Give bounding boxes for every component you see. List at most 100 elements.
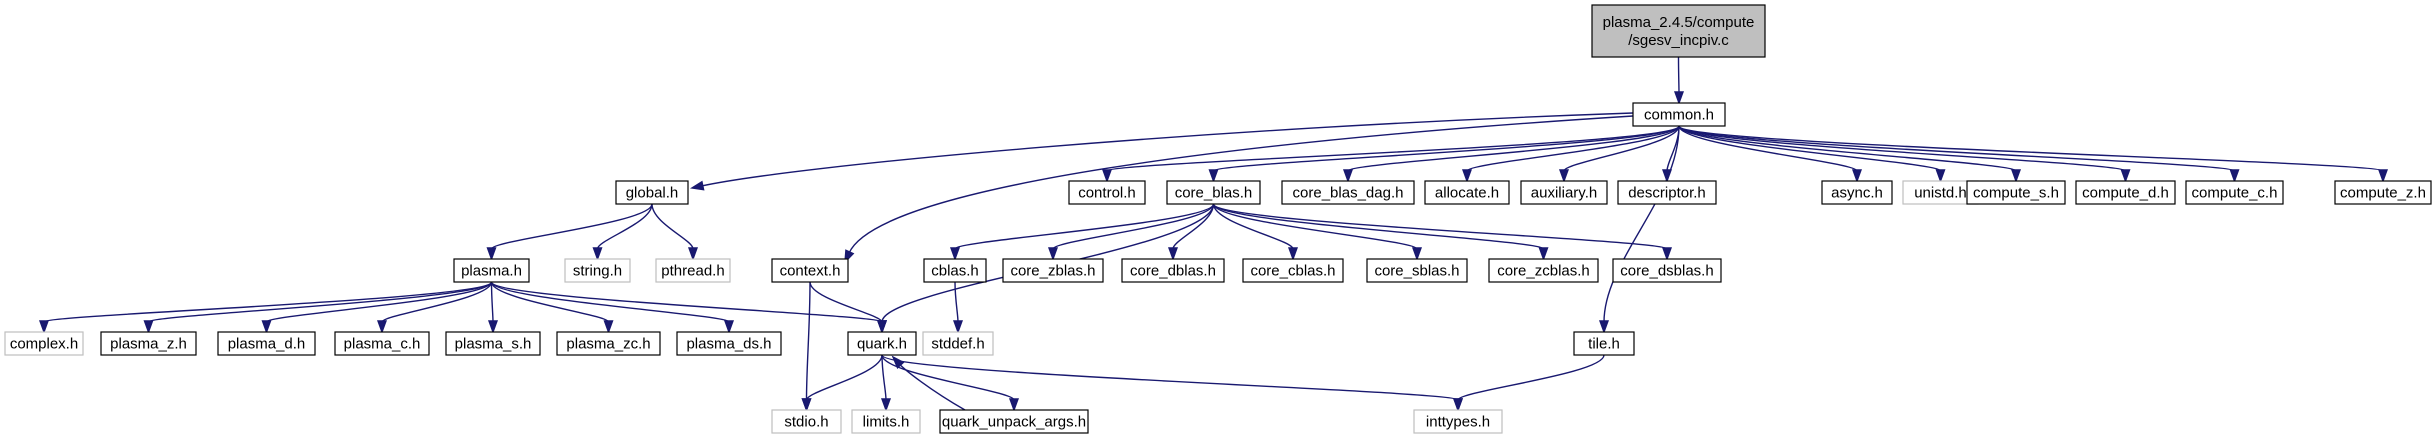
node-global[interactable]: global.h <box>615 180 689 205</box>
node-box <box>453 258 530 283</box>
edge-line <box>1603 125 1680 323</box>
node-label: core_blas.h <box>1175 185 1253 202</box>
arrow-head <box>1935 169 1946 184</box>
edge-global-to-string <box>592 203 653 262</box>
node-core-cblas[interactable]: core_cblas.h <box>1242 258 1344 283</box>
node-label: plasma_s.h <box>455 336 532 353</box>
node-stdio: stdio.h <box>771 409 842 434</box>
node-plasma-z[interactable]: plasma_z.h <box>100 331 197 356</box>
edge-plasma-to-plasma_z <box>143 281 493 335</box>
node-box <box>1068 180 1146 205</box>
node-box <box>1520 180 1608 205</box>
edge-common-to-compute_c <box>1678 125 2240 184</box>
node-core-sblas[interactable]: core_sblas.h <box>1366 258 1468 283</box>
node-box <box>1966 180 2066 205</box>
node-label: unistd.h <box>1914 185 1967 202</box>
edge-core_blas-to-core_zblas <box>1048 203 1215 262</box>
edge-line <box>805 354 883 401</box>
node-box <box>1413 409 1503 434</box>
node-plasma-d[interactable]: plasma_d.h <box>217 331 316 356</box>
edge-quark-to-quark_unpack <box>881 354 1019 413</box>
node-label: quark_unpack_args.h <box>942 414 1086 431</box>
node-core-dblas[interactable]: core_dblas.h <box>1121 258 1225 283</box>
node-control[interactable]: control.h <box>1068 180 1146 205</box>
node-common[interactable]: common.h <box>1632 102 1726 127</box>
arrow-head <box>689 180 705 191</box>
edge-common-to-compute_z <box>1678 125 2388 184</box>
node-async[interactable]: async.h <box>1821 180 1893 205</box>
node-box <box>1591 4 1766 58</box>
node-box <box>655 258 731 283</box>
node-plasma-s[interactable]: plasma_s.h <box>445 331 541 356</box>
arrow-head <box>143 320 154 335</box>
edge-context-to-quark <box>809 281 887 335</box>
node-box <box>1366 258 1468 283</box>
node-core-zblas[interactable]: core_zblas.h <box>1002 258 1104 283</box>
node-core-blas-dag[interactable]: core_blas_dag.h <box>1281 180 1415 205</box>
arrow-head <box>486 247 497 262</box>
node-quark[interactable]: quark.h <box>847 331 917 356</box>
node-compute-z[interactable]: compute_z.h <box>2334 180 2432 205</box>
node-core-zcblas[interactable]: core_zcblas.h <box>1488 258 1599 283</box>
node-auxiliary[interactable]: auxiliary.h <box>1520 180 1608 205</box>
node-label: stddef.h <box>931 336 984 353</box>
edge-line <box>1678 125 1858 172</box>
edge-line <box>490 281 494 323</box>
arrow-head <box>1538 247 1549 262</box>
node-label: quark.h <box>857 336 907 353</box>
node-box <box>923 258 987 283</box>
node-label: plasma_zc.h <box>566 336 650 353</box>
node-pthread: pthread.h <box>655 258 731 283</box>
node-cblas[interactable]: cblas.h <box>923 258 987 283</box>
edge-global-to-plasma <box>486 203 653 262</box>
node-box <box>615 180 689 205</box>
arrow-head <box>592 247 603 262</box>
edge-line <box>1212 203 1668 250</box>
node-plasma-zc[interactable]: plasma_zc.h <box>556 331 661 356</box>
node-box <box>847 331 917 356</box>
edge-line <box>490 281 610 323</box>
node-box <box>334 331 430 356</box>
edge-core_blas-to-cblas <box>950 203 1215 262</box>
edge-line <box>701 112 1634 187</box>
node-plasma-ds[interactable]: plasma_ds.h <box>676 331 782 356</box>
arrow-head <box>1343 169 1353 184</box>
node-quark-unpack[interactable]: quark_unpack_args.h <box>939 409 1089 434</box>
node-box <box>939 409 1089 434</box>
node-label: core_blas_dag.h <box>1293 185 1404 202</box>
node-label: compute_c.h <box>2192 185 2278 202</box>
node-core-blas[interactable]: core_blas.h <box>1166 180 1261 205</box>
edge-common-to-tile <box>1599 125 1680 335</box>
edge-line <box>1677 56 1680 94</box>
node-box <box>676 331 782 356</box>
edge-core_blas-to-core_zcblas <box>1212 203 1549 262</box>
node-descriptor[interactable]: descriptor.h <box>1617 180 1717 205</box>
node-box <box>4 331 84 356</box>
edge-line <box>1466 125 1680 172</box>
arrow-head <box>688 247 698 262</box>
node-box <box>1488 258 1599 283</box>
arrow-head <box>1462 169 1472 184</box>
node-context[interactable]: context.h <box>771 258 849 283</box>
node-compute-c[interactable]: compute_c.h <box>2185 180 2284 205</box>
node-compute-d[interactable]: compute_d.h <box>2075 180 2176 205</box>
edge-line <box>1212 125 1680 172</box>
node-label: plasma_ds.h <box>686 336 771 353</box>
node-root[interactable]: plasma_2.4.5/compute/sgesv_incpiv.c <box>1591 4 1766 58</box>
node-box <box>1424 180 1510 205</box>
node-label: plasma_c.h <box>344 336 421 353</box>
node-box <box>1612 258 1722 283</box>
node-plasma[interactable]: plasma.h <box>453 258 530 283</box>
node-plasma-c[interactable]: plasma_c.h <box>334 331 430 356</box>
node-core-dsblas[interactable]: core_dsblas.h <box>1612 258 1722 283</box>
edge-line <box>1457 354 1605 401</box>
node-box <box>2075 180 2176 205</box>
node-box <box>1617 180 1717 205</box>
edge-line <box>1212 203 1545 250</box>
node-tile[interactable]: tile.h <box>1573 331 1635 356</box>
node-allocate[interactable]: allocate.h <box>1424 180 1510 205</box>
node-label: descriptor.h <box>1628 185 1706 202</box>
edge-quark-to-stdio <box>801 354 883 413</box>
node-compute-s[interactable]: compute_s.h <box>1966 180 2066 205</box>
